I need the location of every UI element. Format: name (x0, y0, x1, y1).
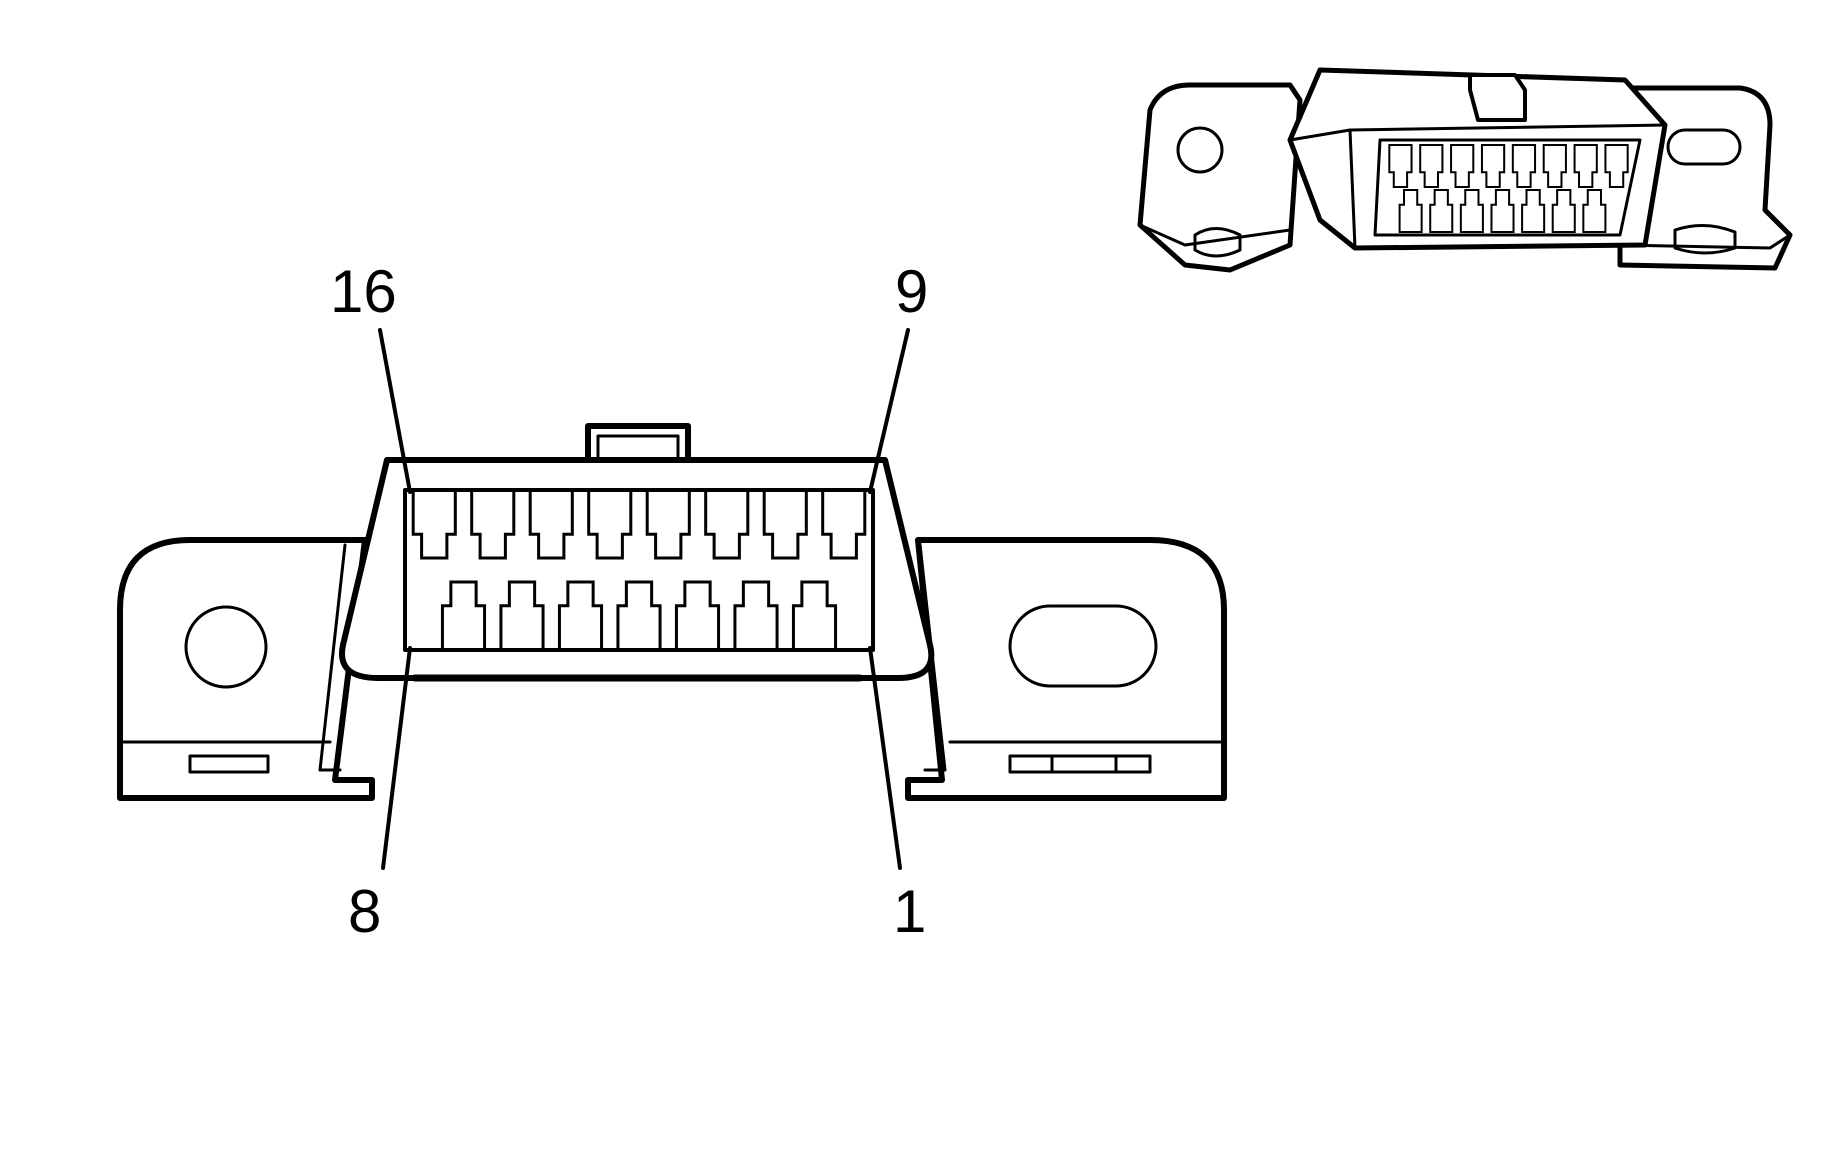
upper-pin-cavity (762, 488, 808, 560)
upper-pin-cavity (704, 488, 750, 560)
iso-lower-pin-cavity (1582, 189, 1607, 233)
left-mounting-bracket (117, 537, 375, 801)
pin-row-lower (440, 580, 838, 652)
iso-lower-pin-cavity (1429, 189, 1454, 233)
upper-pin-cavity (587, 488, 633, 560)
iso-lower-pin-cavity (1490, 189, 1515, 233)
iso-pin-row-lower (1398, 189, 1607, 233)
iso-upper-pin-cavity (1419, 144, 1444, 188)
lower-pin-cavity (674, 580, 721, 652)
upper-pin-cavity (528, 488, 574, 560)
upper-pin-cavity (821, 488, 867, 560)
iso-left-mounting-hole (1176, 126, 1224, 174)
iso-upper-pin-cavity (1388, 144, 1413, 188)
pin-label-8: 8 (348, 878, 381, 945)
iso-upper-pin-cavity (1604, 144, 1629, 188)
lower-pin-cavity (440, 580, 487, 652)
locking-tab (585, 423, 691, 463)
leader-line-1 (868, 646, 902, 870)
iso-upper-pin-cavity (1542, 144, 1567, 188)
iso-lower-pin-cavity (1521, 189, 1546, 233)
lower-pin-cavity (733, 580, 779, 652)
right-mounting-bracket (905, 537, 1227, 801)
lower-pin-cavity (616, 580, 662, 652)
iso-upper-pin-cavity (1511, 144, 1537, 188)
leader-line-16 (378, 328, 412, 494)
leader-line-9 (868, 328, 910, 494)
pin-label-16: 16 (330, 258, 397, 325)
iso-upper-pin-cavity (1450, 144, 1475, 188)
iso-right-slotted-hole (1666, 128, 1742, 166)
connector-front-view: 16 9 8 1 (117, 258, 1227, 945)
connector-shell (339, 457, 935, 681)
lower-pin-cavity (499, 580, 545, 652)
iso-lower-pin-cavity (1551, 189, 1576, 233)
lower-pin-cavity (791, 580, 838, 652)
upper-pin-cavity (470, 488, 516, 560)
right-slotted-hole (1008, 604, 1158, 688)
pin-row-upper (411, 488, 867, 560)
iso-lower-pin-cavity (1459, 189, 1484, 233)
iso-upper-pin-cavity (1480, 144, 1506, 188)
iso-lower-pin-cavity (1398, 189, 1423, 233)
left-mounting-hole (184, 605, 268, 689)
iso-upper-pin-cavity (1573, 144, 1598, 188)
lower-pin-cavity (557, 580, 604, 652)
leader-line-8 (381, 646, 412, 870)
upper-pin-cavity (645, 488, 691, 560)
pin-label-1: 1 (893, 878, 926, 945)
connector-isometric-view (1137, 67, 1793, 273)
pin-label-9: 9 (895, 258, 928, 325)
iso-pin-row-upper (1388, 144, 1629, 188)
upper-pin-cavity (411, 488, 457, 560)
